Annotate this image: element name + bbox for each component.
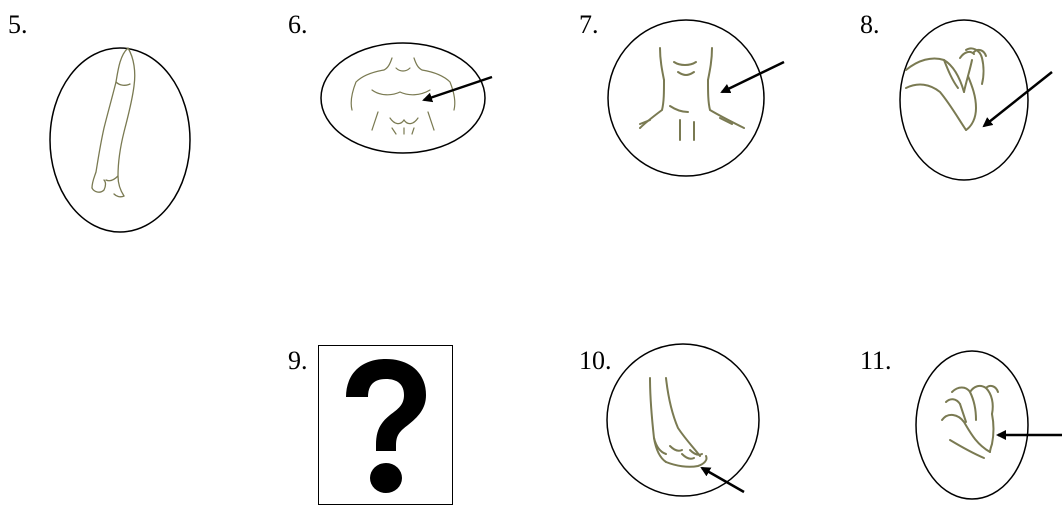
question-mark-icon — [336, 353, 436, 498]
oval-frame-6 — [321, 43, 485, 153]
wrist-figure — [916, 351, 1062, 499]
arm-figure — [50, 48, 190, 232]
arrow-icon — [722, 62, 784, 92]
arrow-icon — [984, 72, 1052, 126]
elbow-figure — [900, 20, 1052, 180]
chest-figure — [321, 43, 492, 153]
circle-frame-10 — [607, 344, 759, 496]
foot-figure — [607, 344, 759, 496]
arrow-icon — [424, 77, 492, 100]
circle-frame-8 — [900, 20, 1028, 180]
circle-frame-7 — [608, 20, 764, 176]
arrow-icon — [702, 468, 744, 492]
question-box — [318, 345, 453, 505]
neck-figure — [608, 20, 784, 176]
oval-frame-5 — [50, 48, 190, 232]
circle-frame-11 — [916, 351, 1028, 499]
